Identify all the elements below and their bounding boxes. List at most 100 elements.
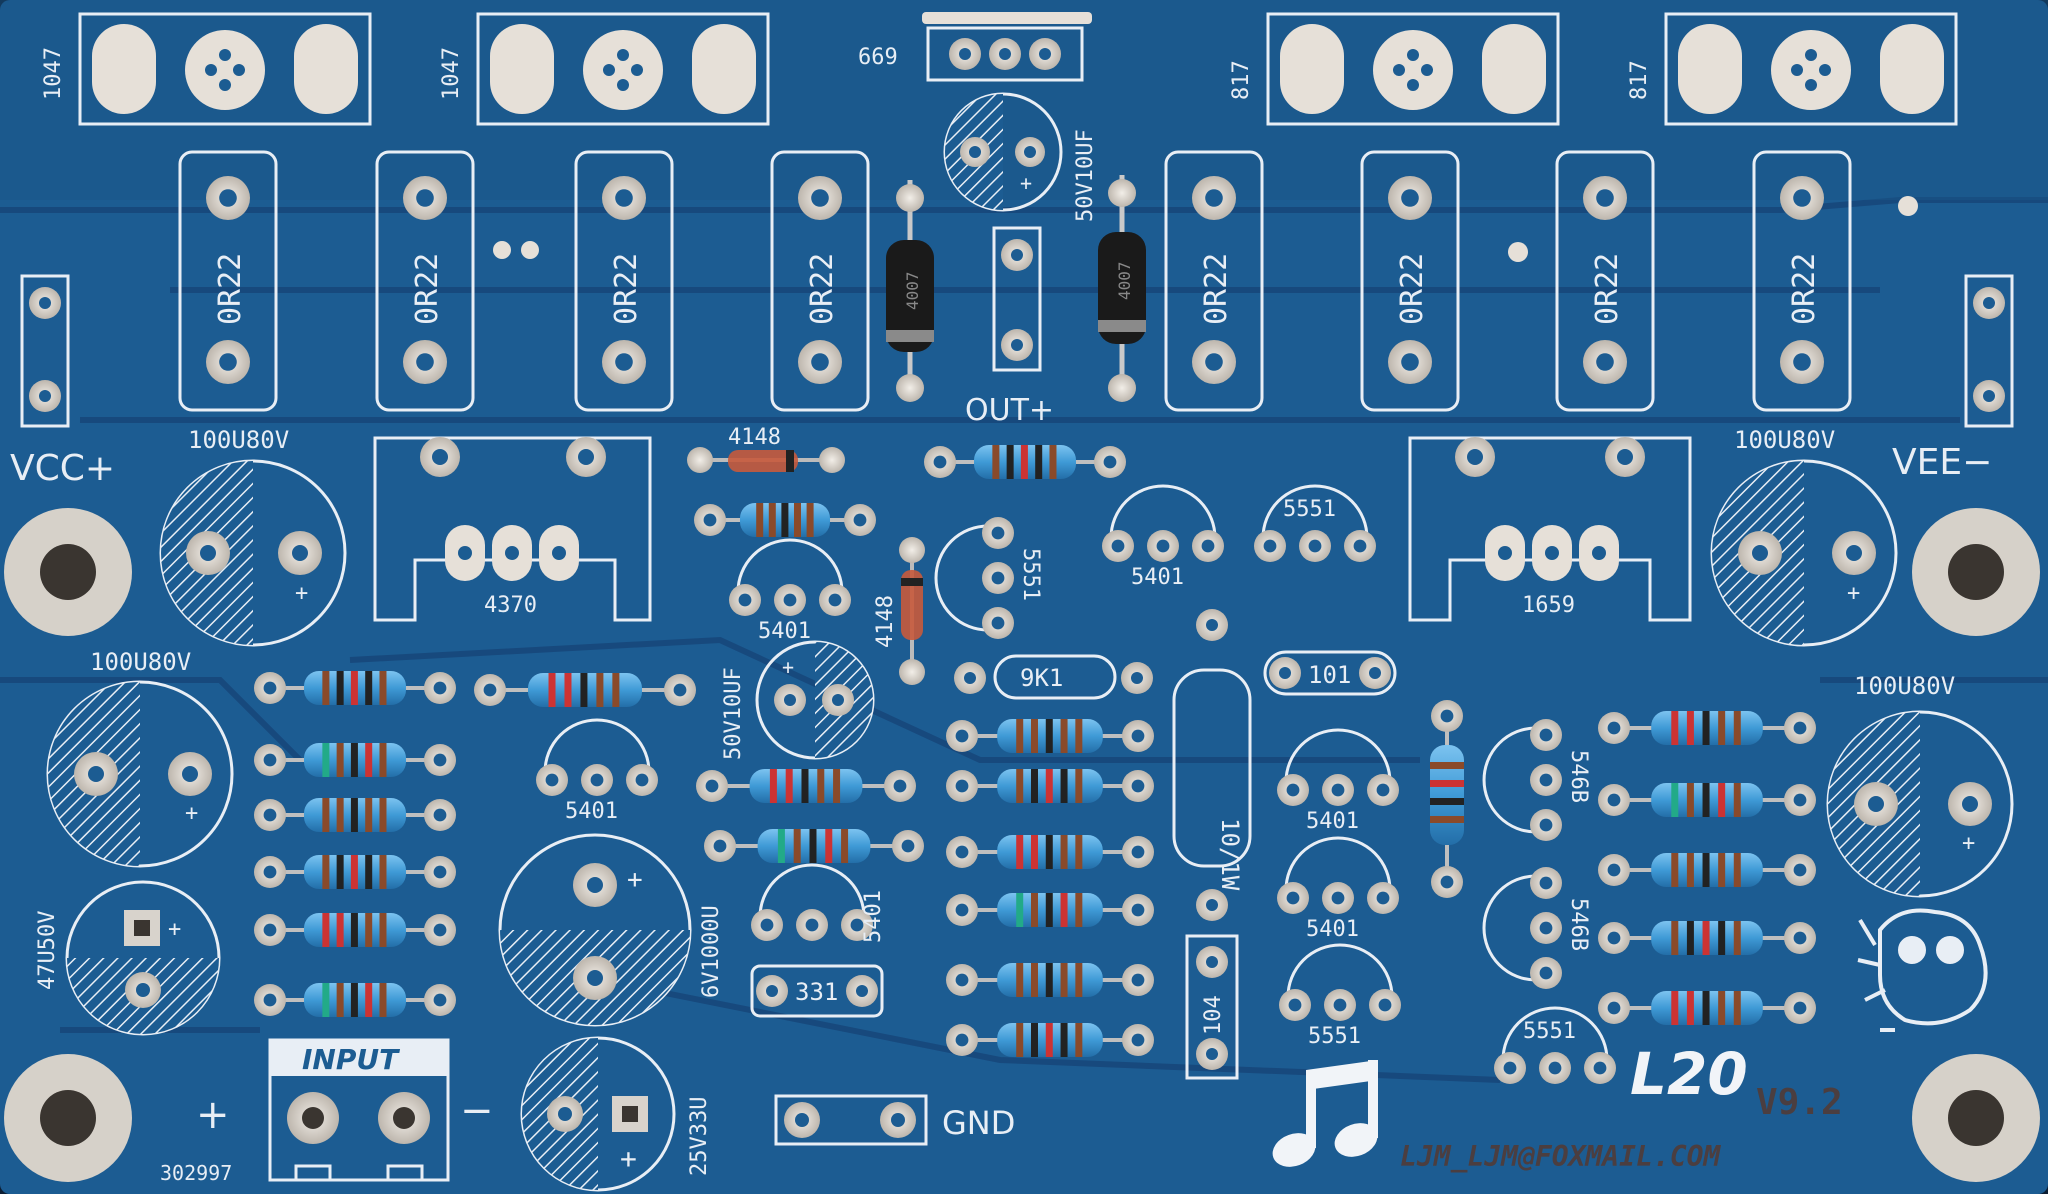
resistor-8 bbox=[694, 503, 876, 537]
transistor-t12: 546B bbox=[1482, 867, 1591, 989]
resistor-3 bbox=[254, 743, 456, 777]
bias-transistor-669: 669 bbox=[858, 12, 1092, 82]
signal-diode-1: 4148 bbox=[687, 425, 845, 473]
s1-label: 4148 bbox=[728, 425, 781, 450]
svg-text:5401: 5401 bbox=[565, 799, 618, 824]
vee-label: VEE− bbox=[1892, 442, 1992, 483]
capacitor-top: + 50V10UF bbox=[943, 92, 1098, 222]
vcc-terminal bbox=[20, 274, 70, 428]
resistor-12 bbox=[946, 719, 1154, 753]
gnd-terminal: GND bbox=[774, 1094, 1015, 1146]
svg-text:5401: 5401 bbox=[861, 890, 886, 943]
input-plus: + bbox=[196, 1092, 230, 1138]
c-mid-label: 50V10UF bbox=[721, 667, 746, 760]
capacitor-vcc: + 100U80V bbox=[159, 426, 347, 647]
resistor-13 bbox=[946, 769, 1154, 803]
q4-label: 817 bbox=[1627, 60, 1652, 100]
svg-text:5401: 5401 bbox=[758, 619, 811, 644]
resistor-21 bbox=[1598, 921, 1816, 955]
transistor-t6: 5401 bbox=[751, 863, 886, 943]
serial-label: 302997 bbox=[160, 1161, 232, 1185]
emitter-resistor-2: 0R22 bbox=[375, 150, 475, 412]
r-331-label: 331 bbox=[795, 978, 838, 1006]
music-note-logo bbox=[1272, 1060, 1378, 1167]
mascot-logo bbox=[1857, 908, 1988, 1032]
resistors bbox=[254, 445, 1816, 1057]
c-104-label: 104 bbox=[1201, 995, 1226, 1035]
emitter-resistor-1: 0R22 bbox=[178, 150, 278, 412]
resistor-5 bbox=[254, 855, 456, 889]
out-label: OUT+ bbox=[965, 393, 1054, 428]
resistor-9 bbox=[924, 445, 1126, 479]
svg-text:5551: 5551 bbox=[1523, 1019, 1576, 1044]
emitter-resistor-label: 0R22 bbox=[1199, 253, 1234, 325]
transistor-t3: 5401 bbox=[1102, 484, 1224, 590]
model-label: L20 bbox=[1630, 1040, 1748, 1108]
resistor-1 bbox=[254, 671, 456, 705]
emitter-resistor-3: 0R22 bbox=[574, 150, 674, 412]
capacitor-right: + 100U80V bbox=[1826, 672, 2014, 898]
svg-text:+: + bbox=[1962, 831, 1975, 856]
capacitor-bottom: + 25V33U bbox=[520, 1036, 712, 1192]
s2-label: 4148 bbox=[873, 595, 898, 648]
svg-text:546B: 546B bbox=[1566, 750, 1591, 803]
resistor-20 bbox=[1598, 853, 1816, 887]
d2-label: 4007 bbox=[1115, 261, 1134, 300]
resistor-9k1: 9K1 bbox=[954, 654, 1153, 700]
c-top-label: 50V10UF bbox=[1073, 129, 1098, 222]
c-big-label: 6V1000U bbox=[699, 905, 724, 998]
resistor-16 bbox=[946, 963, 1154, 997]
emitter-resistor-label: 0R22 bbox=[1787, 253, 1822, 325]
resistor-19 bbox=[1598, 783, 1816, 817]
transistor-t13: 5551 bbox=[1494, 1006, 1616, 1084]
capacitor-vee: + 100U80V bbox=[1710, 426, 1898, 647]
emitter-resistor-label: 0R22 bbox=[213, 253, 248, 325]
svg-text:+: + bbox=[168, 917, 181, 942]
svg-text:5401: 5401 bbox=[1131, 565, 1184, 590]
emitter-resistor-6: 0R22 bbox=[1360, 150, 1460, 412]
email-label: LJM_LJM@FOXMAIL.COM bbox=[1400, 1140, 1721, 1173]
svg-text:+: + bbox=[620, 1142, 637, 1175]
transistor-t2: 5551 bbox=[934, 517, 1043, 639]
resistor-331: 331 bbox=[750, 964, 884, 1018]
power-transistor-q3: 817 bbox=[1229, 12, 1560, 126]
resistor-15 bbox=[946, 893, 1154, 927]
c-right-label: 100U80V bbox=[1854, 672, 1955, 700]
svg-text:5401: 5401 bbox=[1306, 917, 1359, 942]
emitter-resistor-label: 0R22 bbox=[1395, 253, 1430, 325]
svg-text:+: + bbox=[782, 655, 794, 679]
r-9k1-label: 9K1 bbox=[1020, 664, 1063, 692]
svg-text:+: + bbox=[185, 801, 198, 826]
svg-text:5551: 5551 bbox=[1018, 548, 1043, 601]
c-vee-label: 100U80V bbox=[1734, 426, 1835, 454]
transistor-t5: 5401 bbox=[536, 718, 658, 824]
emitter-resistor-label: 0R22 bbox=[410, 253, 445, 325]
svg-text:+: + bbox=[295, 581, 308, 606]
driver-left-label: 4370 bbox=[484, 593, 537, 618]
resistor-18 bbox=[1598, 711, 1816, 745]
c-bottom-label: 25V33U bbox=[687, 1097, 712, 1176]
resistor-11 bbox=[704, 829, 924, 863]
driver-right-label: 1659 bbox=[1522, 593, 1575, 618]
svg-text:+: + bbox=[1847, 581, 1860, 606]
resistor-vertical bbox=[1430, 700, 1464, 898]
driver-transistor-left: 4370 bbox=[373, 436, 652, 622]
emitter-resistor-8: 0R22 bbox=[1752, 150, 1852, 412]
driver-transistor-right: 1659 bbox=[1408, 436, 1692, 622]
r-101-label: 101 bbox=[1308, 661, 1351, 689]
q1-label: 1047 bbox=[41, 47, 66, 100]
mounting-holes bbox=[4, 508, 2040, 1182]
emitter-resistor-label: 0R22 bbox=[1590, 253, 1625, 325]
transistor-t4: 5551 bbox=[1254, 484, 1376, 562]
capacitor-mid: + 50V10UF bbox=[721, 640, 875, 760]
d1-label: 4007 bbox=[903, 271, 922, 310]
power-transistor-q2: 1047 bbox=[439, 12, 770, 126]
resistor-14 bbox=[946, 835, 1154, 869]
capacitor-104: 104 bbox=[1185, 934, 1239, 1080]
resistor-6 bbox=[254, 913, 456, 947]
signal-diode-2: 4148 bbox=[873, 537, 925, 685]
resistor-10w: 10/1W bbox=[1172, 609, 1252, 921]
